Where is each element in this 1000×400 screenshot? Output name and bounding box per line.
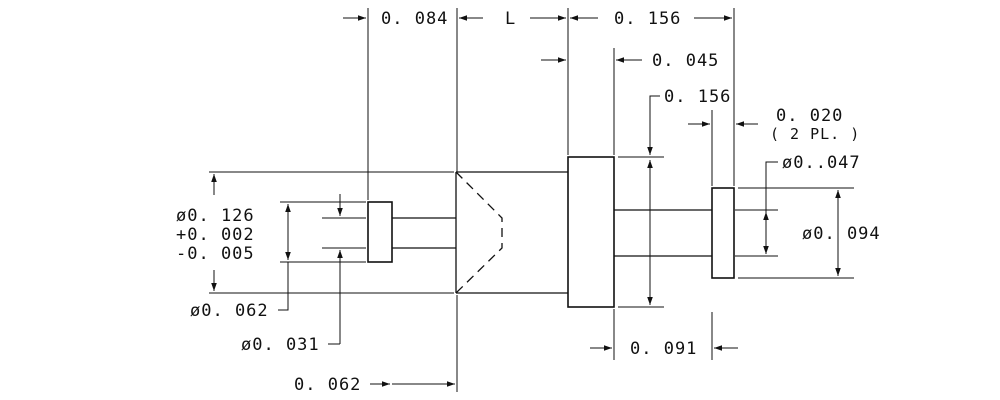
dim-0084: 0. 084 [381, 9, 448, 29]
dimension-labels: 0. 084 L 0. 156 0. 045 0. 156 0. 020 ( 2… [176, 9, 881, 395]
hidden-drill-cone [455, 171, 503, 294]
left-collar [367, 201, 393, 263]
flange [567, 156, 615, 308]
tol-plus: +0. 002 [176, 225, 255, 245]
dim-0091: 0. 091 [630, 339, 697, 359]
dia-0062: ø0. 062 [190, 301, 269, 321]
dim-0045: 0. 045 [652, 51, 719, 71]
dim-0020: 0. 020 [776, 106, 843, 126]
extension-lines [209, 8, 854, 392]
dim-0156-top: 0. 156 [614, 9, 681, 29]
dim-0062-bottom: 0. 062 [294, 375, 361, 395]
dim-L: L [505, 9, 516, 29]
dia-0094: ø0. 094 [802, 224, 881, 244]
dim-2pl: ( 2 PL. ) [770, 125, 860, 143]
tol-minus: -0. 005 [176, 244, 255, 264]
part-outline [367, 156, 735, 308]
dia-0031: ø0. 031 [241, 335, 320, 355]
dim-0156-flange: 0. 156 [664, 87, 731, 107]
right-collar [711, 187, 735, 279]
dimension-arrows [211, 15, 841, 387]
dia-0047: ø0..047 [782, 153, 861, 173]
dia-0126: ø0. 126 [176, 206, 255, 226]
